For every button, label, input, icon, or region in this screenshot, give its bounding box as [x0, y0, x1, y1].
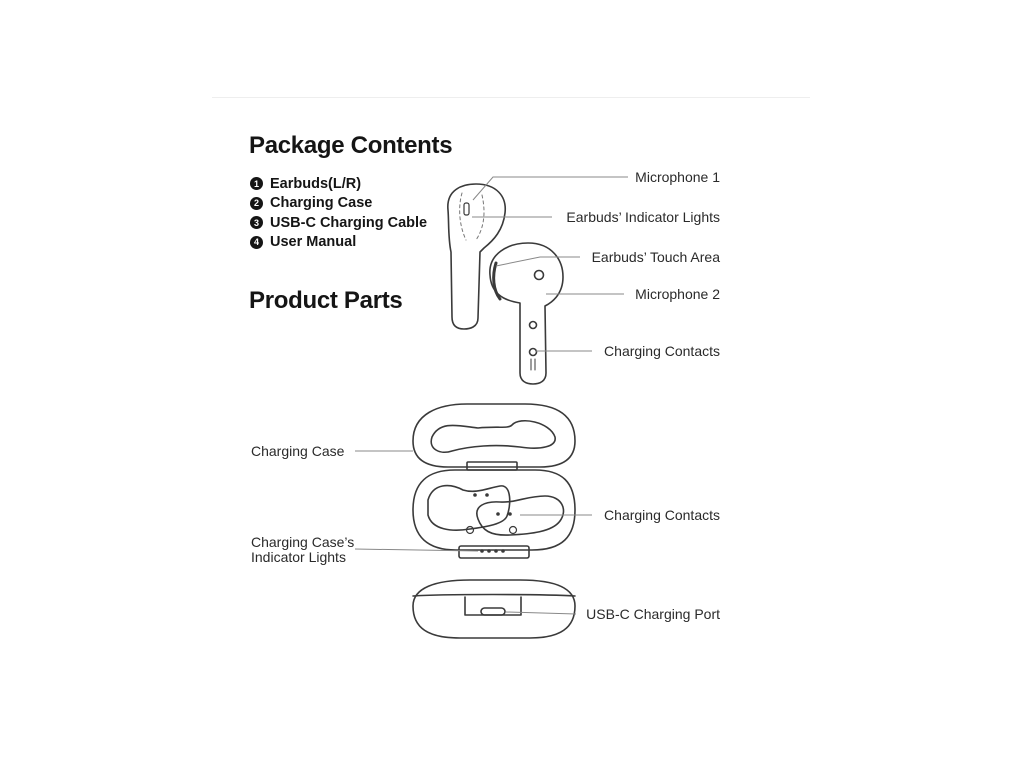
- package-item-label: User Manual: [270, 234, 357, 251]
- case-details: [465, 493, 518, 553]
- touch-area-label: Earbuds’ Touch Area: [591, 249, 720, 265]
- l-marker-icon: [508, 525, 518, 535]
- contact-dot-icon: [528, 320, 538, 330]
- leader-microphone-1: [472, 176, 628, 201]
- earbud-charging-contacts-label: Charging Contacts: [604, 343, 720, 359]
- top-divider: [212, 97, 810, 98]
- r-marker-icon: [465, 525, 475, 535]
- leader-case-indicator: [354, 548, 479, 552]
- usb-c-port-icon: [480, 607, 506, 616]
- case-indicator-label-line2: Indicator Lights: [251, 549, 346, 565]
- package-item: 2 Charging Case: [250, 194, 427, 214]
- package-item: 4 User Manual: [250, 233, 427, 253]
- earbud-indicator-icon: [463, 202, 470, 216]
- contact-dot-icon: [496, 512, 500, 516]
- charging-case-open-illustration: [412, 403, 576, 639]
- case-indicator-label-line1: Charging Case’s: [251, 534, 355, 550]
- case-led-icon: [487, 549, 491, 553]
- contact-dot-icon: [473, 493, 477, 497]
- microphone-1-label: Microphone 1: [635, 169, 720, 185]
- package-item: 3 USB-C Charging Cable: [250, 213, 427, 233]
- package-item: 1 Earbuds(L/R): [250, 174, 427, 194]
- indicator-lights-label: Earbuds’ Indicator Lights: [566, 209, 720, 225]
- case-led-icon: [494, 549, 498, 553]
- case-led-icon: [480, 549, 484, 553]
- case-led-icon: [501, 549, 505, 553]
- leader-lines: [354, 176, 628, 615]
- product-parts-heading: Product Parts: [249, 287, 403, 314]
- number-badge: 2: [250, 196, 263, 210]
- number-badge: 1: [250, 177, 263, 191]
- leader-touch-area: [495, 256, 580, 267]
- contact-dot-icon: [485, 493, 489, 497]
- package-item-label: Charging Case: [270, 195, 373, 212]
- number-badge: 3: [250, 216, 263, 230]
- case-charging-contacts-label: Charging Contacts: [604, 507, 720, 523]
- package-contents-list: 1 Earbuds(L/R) 2 Charging Case 3 USB-C Char…: [250, 174, 427, 252]
- contact-dot-icon: [528, 347, 538, 357]
- leader-usb-port: [505, 611, 577, 615]
- charging-case-label: Charging Case: [251, 443, 345, 459]
- package-item-label: Earbuds(L/R): [270, 175, 362, 192]
- left-earbud-illustration: [447, 183, 506, 330]
- package-contents-heading: Package Contents: [249, 132, 453, 159]
- number-badge: 4: [250, 235, 263, 249]
- contact-dot-icon: [508, 512, 512, 516]
- microphone-2-label: Microphone 2: [635, 286, 720, 302]
- package-item-label: USB-C Charging Cable: [270, 214, 428, 231]
- microphone-2-icon: [533, 269, 545, 281]
- right-earbud-illustration: [489, 242, 564, 385]
- usb-c-port-label: USB-C Charging Port: [586, 606, 720, 622]
